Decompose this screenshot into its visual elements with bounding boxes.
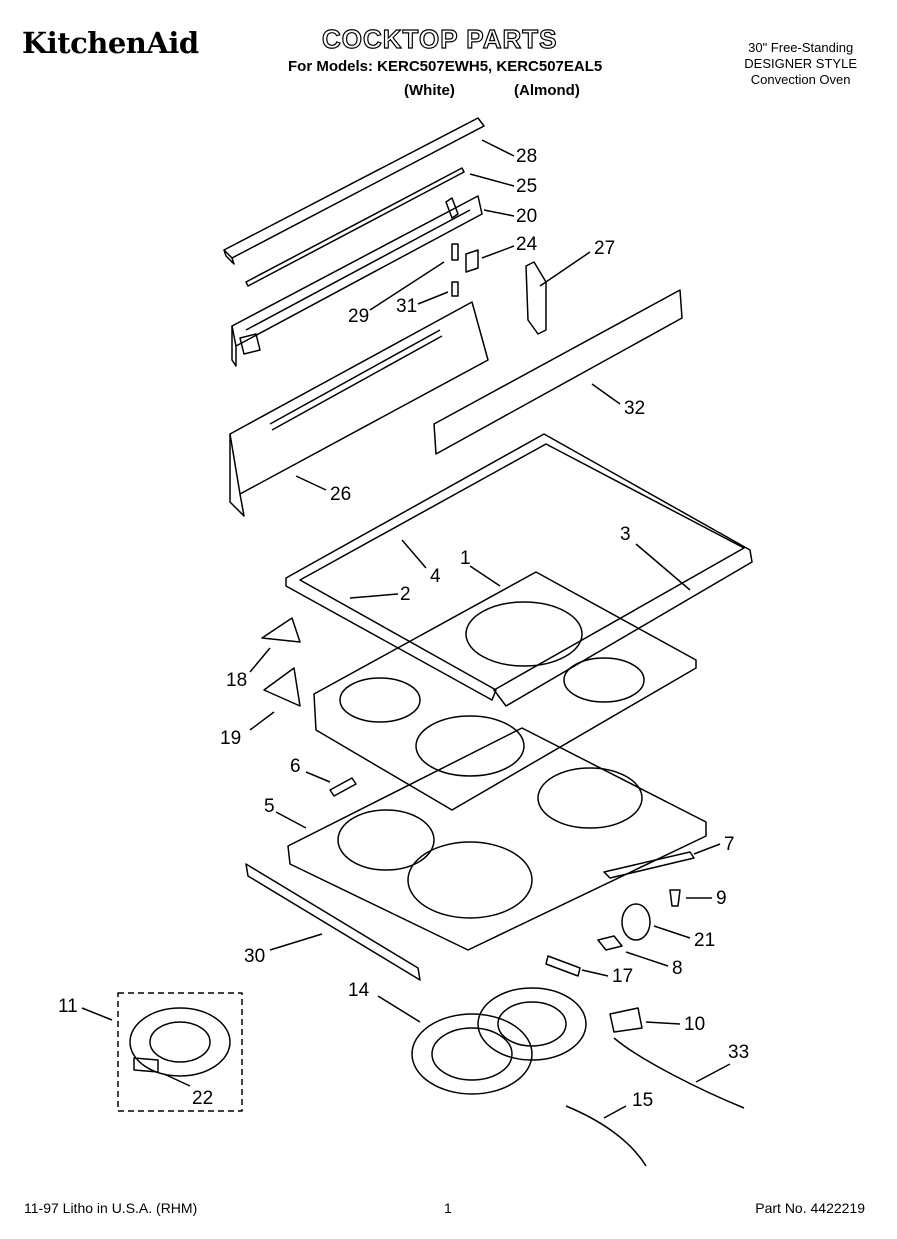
- part-31: [451, 281, 459, 297]
- part-10-block: [609, 1007, 643, 1033]
- callout-7: 7: [724, 834, 735, 855]
- part-28-strip: [223, 117, 485, 259]
- callout-3: 3: [620, 524, 631, 545]
- part-17-terminal: [545, 955, 581, 977]
- callout-29: 29: [348, 306, 369, 327]
- description-line-2: DESIGNER STYLE: [744, 56, 857, 71]
- callout-17: 17: [612, 966, 633, 987]
- part-24-bracket: [465, 249, 479, 273]
- callout-8: 8: [672, 958, 683, 979]
- callout-25: 25: [516, 176, 537, 197]
- callout-18: 18: [226, 670, 247, 691]
- color-almond-label: (Almond): [514, 82, 580, 99]
- description-line-3: Convection Oven: [750, 72, 851, 87]
- part-trim-frame: [285, 433, 753, 707]
- callout-32: 32: [624, 398, 645, 419]
- callout-15: 15: [632, 1090, 653, 1111]
- callout-4: 4: [430, 566, 441, 587]
- part-14-large-element: [411, 1013, 533, 1095]
- part-15-wire: [565, 1105, 647, 1167]
- callout-14: 14: [348, 980, 370, 1001]
- footer-litho: 11-97 Litho in U.S.A. (RHM): [24, 1200, 198, 1216]
- part-19-triangle: [263, 667, 301, 707]
- callout-28: 28: [516, 146, 537, 167]
- part-27-bracket: [525, 261, 547, 335]
- part-1-cooktop: [313, 571, 697, 811]
- part-9-screw: [669, 889, 681, 907]
- part-30-trim: [245, 863, 421, 981]
- part-22-terminal: [133, 1057, 159, 1073]
- callout-31: 31: [396, 296, 417, 317]
- part-29: [451, 243, 459, 261]
- callout-26: 26: [330, 484, 351, 505]
- part-25-rod: [245, 167, 465, 287]
- callout-11: 11: [58, 996, 78, 1017]
- part-18-triangle: [261, 617, 301, 643]
- callout-22: 22: [192, 1088, 213, 1109]
- part-14-small-element: [477, 987, 587, 1061]
- callout-10: 10: [684, 1014, 705, 1035]
- description-line-1: 30" Free-Standing: [748, 40, 854, 55]
- part-6-clip: [329, 777, 357, 797]
- callout-27: 27: [594, 238, 615, 259]
- callout-30: 30: [244, 946, 265, 967]
- part-7-bracket: [603, 851, 695, 879]
- part-21-switch: [621, 903, 651, 941]
- page-title: COCKTOP PARTS: [321, 23, 558, 54]
- part-11-element: [129, 1007, 231, 1077]
- callout-24: 24: [516, 234, 538, 255]
- color-white-label: (White): [404, 82, 455, 99]
- part-26-panel: [229, 301, 489, 495]
- callout-19: 19: [220, 728, 241, 749]
- callout-9: 9: [716, 888, 727, 909]
- brand-logo: KitchenAid: [22, 26, 199, 60]
- callout-21: 21: [694, 930, 715, 951]
- product-description: 30" Free-Standing DESIGNER STYLE Convect…: [744, 40, 857, 88]
- callout-33: 33: [728, 1042, 749, 1063]
- part-8-clip: [597, 935, 623, 951]
- models-line: For Models: KERC507EWH5, KERC507EAL5: [288, 58, 603, 75]
- part-33-wire: [613, 1037, 745, 1109]
- inset-box: [117, 992, 243, 1112]
- callout-1: 1: [460, 548, 471, 569]
- footer-part-number: Part No. 4422219: [755, 1200, 865, 1216]
- part-20-bar: [231, 195, 483, 347]
- part-32-panel: [433, 289, 683, 455]
- callout-20: 20: [516, 206, 537, 227]
- callout-5: 5: [264, 796, 275, 817]
- callout-2: 2: [400, 584, 411, 605]
- part-5-burner-box: [287, 727, 707, 951]
- callout-6: 6: [290, 756, 301, 777]
- footer-page-number: 1: [444, 1200, 452, 1216]
